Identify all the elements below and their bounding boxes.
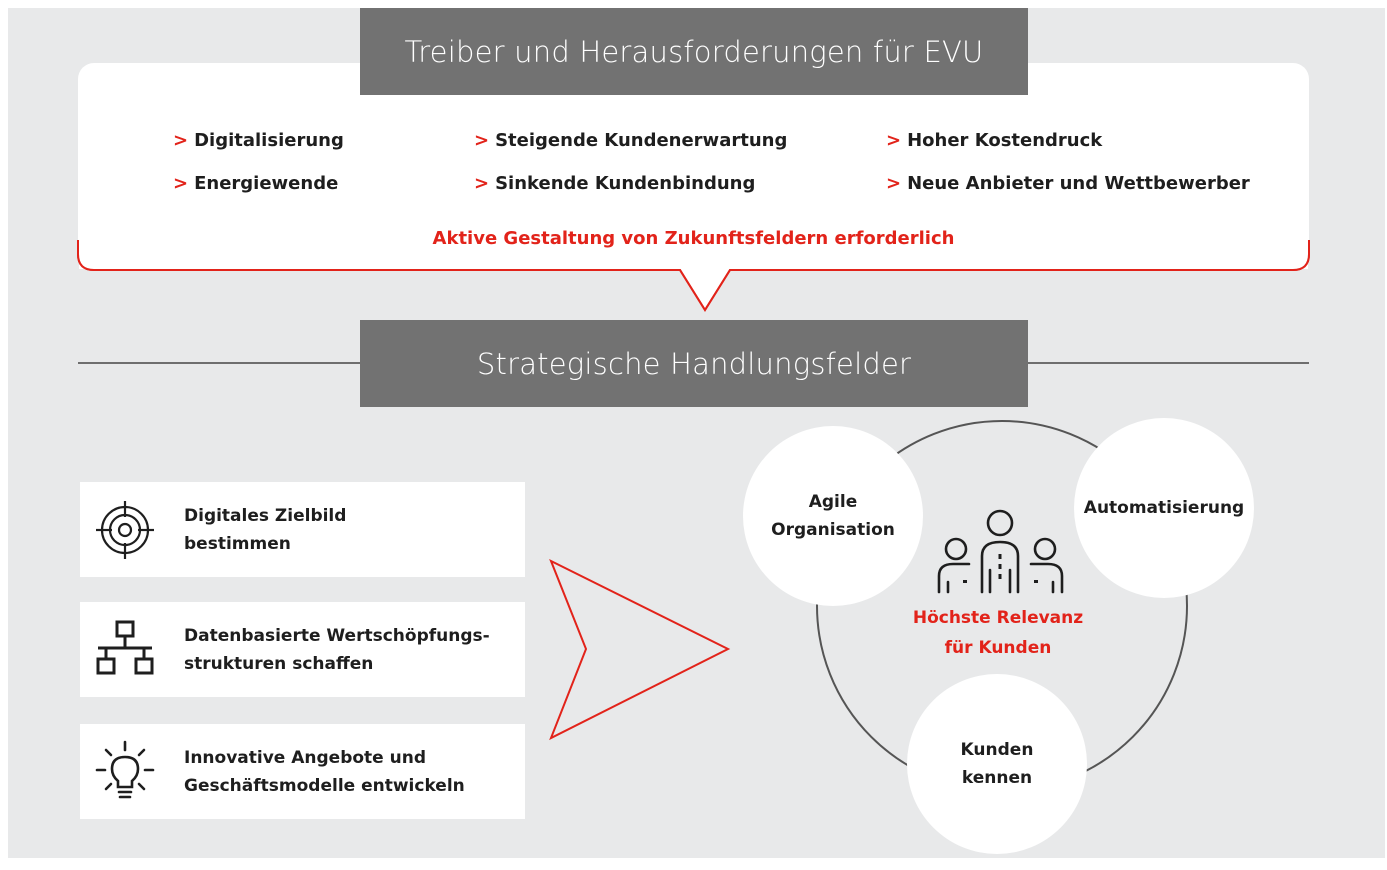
action-label: Digitales Zielbild bestimmen — [184, 482, 514, 577]
driver-item: >Digitalisierung — [173, 130, 344, 151]
action-line: bestimmen — [184, 533, 291, 554]
section-title: Strategische Handlungsfelder — [476, 346, 912, 381]
bubble-kunden-kennen: Kunden kennen — [907, 674, 1087, 854]
section-title-banner: Strategische Handlungsfelder — [360, 320, 1028, 407]
action-line: strukturen schaffen — [184, 653, 374, 674]
action-line: Digitales Zielbild — [184, 505, 347, 526]
center-relevance-label: Höchste Relevanz für Kunden — [878, 603, 1118, 663]
bubble-automatisierung: Automatisierung — [1074, 418, 1254, 598]
action-line: Innovative Angebote und — [184, 747, 427, 768]
drivers-title-banner: Treiber und Herausforderungen für EVU — [360, 8, 1028, 95]
drivers-panel-callout-border — [77, 238, 1310, 312]
drivers-title: Treiber und Herausforderungen für EVU — [404, 34, 984, 69]
driver-label: Steigende Kundenerwartung — [495, 130, 788, 151]
chevron-right-icon: > — [886, 130, 902, 151]
driver-label: Sinkende Kundenbindung — [495, 173, 756, 194]
action-card: Datenbasierte Wertschöpfungs- strukturen… — [80, 602, 525, 697]
bubble-line: kennen — [961, 768, 1033, 788]
action-card: Innovative Angebote und Geschäftsmodelle… — [80, 724, 525, 819]
divider-left — [78, 362, 360, 364]
chevron-right-icon: > — [886, 173, 902, 194]
bubble-line: Automatisierung — [1083, 498, 1245, 518]
drivers-panel — [78, 63, 1309, 270]
driver-item: >Energiewende — [173, 173, 338, 194]
arrow-chevron — [549, 558, 731, 741]
diagram-canvas: Treiber und Herausforderungen für EVU >D… — [8, 8, 1385, 858]
lightbulb-icon — [95, 740, 155, 799]
people-group-icon — [937, 509, 1064, 594]
center-line: Höchste Relevanz — [912, 608, 1084, 628]
driver-label: Hoher Kostendruck — [907, 130, 1103, 151]
divider-right — [1028, 362, 1309, 364]
driver-label: Neue Anbieter und Wettbewerber — [907, 173, 1250, 194]
action-label: Datenbasierte Wertschöpfungs- strukturen… — [184, 602, 514, 697]
chevron-right-icon: > — [173, 173, 189, 194]
center-line: für Kunden — [944, 638, 1052, 658]
action-label: Innovative Angebote und Geschäftsmodelle… — [184, 724, 514, 819]
driver-label: Energiewende — [194, 173, 339, 194]
driver-item: >Sinkende Kundenbindung — [474, 173, 755, 194]
bubble-agile-organisation: Agile Organisation — [743, 426, 923, 606]
chevron-right-icon: > — [474, 130, 490, 151]
bubble-line: Kunden — [960, 740, 1034, 760]
network-icon — [96, 620, 154, 675]
driver-label: Digitalisierung — [194, 130, 344, 151]
bubble-line: Agile — [808, 492, 858, 512]
chevron-right-icon: > — [173, 130, 189, 151]
action-card: Digitales Zielbild bestimmen — [80, 482, 525, 577]
target-icon — [96, 501, 154, 559]
driver-item: >Neue Anbieter und Wettbewerber — [886, 173, 1250, 194]
chevron-right-icon: > — [474, 173, 490, 194]
bubble-line: Organisation — [771, 520, 895, 540]
drivers-conclusion: Aktive Gestaltung von Zukunftsfeldern er… — [432, 228, 955, 249]
driver-item: >Steigende Kundenerwartung — [474, 130, 787, 151]
action-line: Datenbasierte Wertschöpfungs- — [184, 625, 490, 646]
action-line: Geschäftsmodelle entwickeln — [184, 775, 465, 796]
driver-item: >Hoher Kostendruck — [886, 130, 1102, 151]
